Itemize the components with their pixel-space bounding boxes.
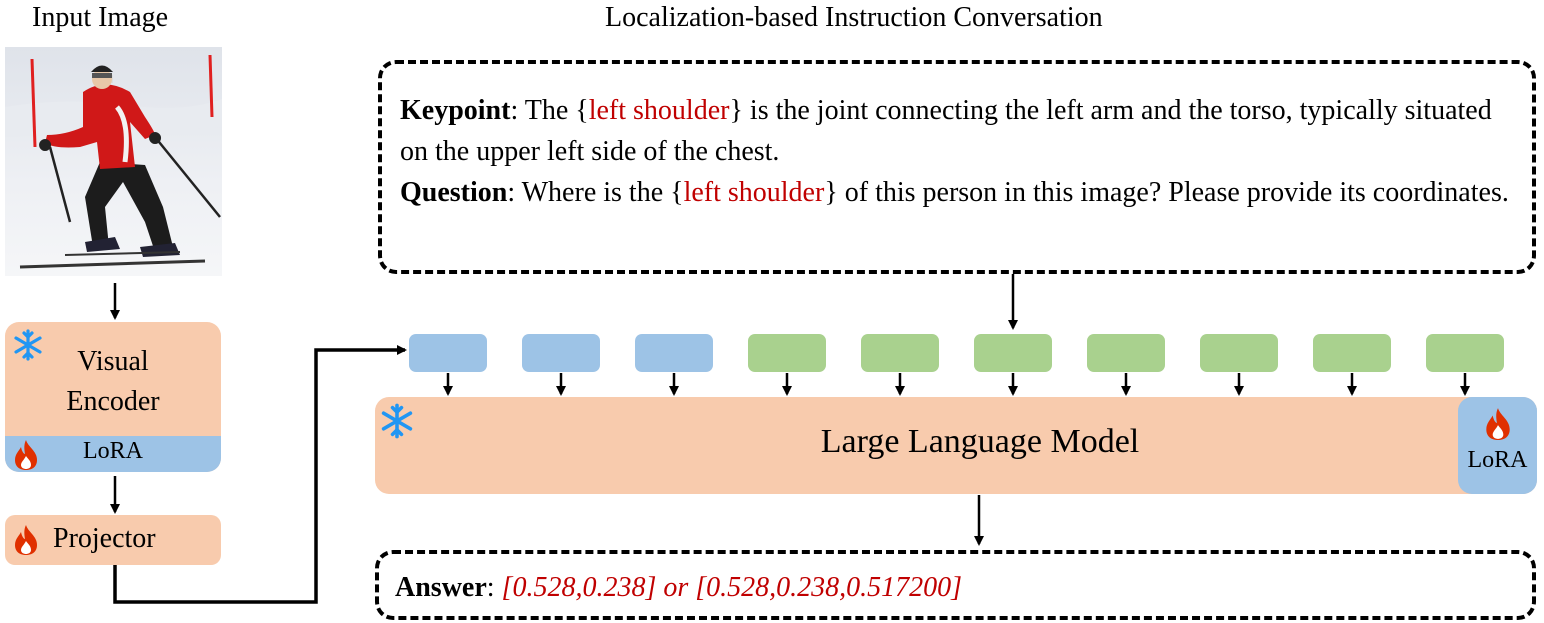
llm-label: Large Language Model <box>820 423 1140 460</box>
text-token <box>1313 334 1391 372</box>
llm-block: Large Language Model LoRA <box>375 397 1537 494</box>
snowflake-icon <box>14 329 42 361</box>
flame-icon <box>15 525 37 555</box>
text-token <box>748 334 826 372</box>
text-token <box>974 334 1052 372</box>
keypoint-pre: : The { <box>510 95 589 126</box>
text-token <box>1087 334 1165 372</box>
snowflake-icon <box>381 403 413 439</box>
answer-sep: : <box>486 572 502 603</box>
visual-token <box>522 334 600 372</box>
answer-box: Answer: [0.528,0.238] or [0.528,0.238,0.… <box>375 550 1536 620</box>
visual-encoder-block: Visual Encoder LoRA <box>5 322 221 472</box>
answer-text: Answer: [0.528,0.238] or [0.528,0.238,0.… <box>395 572 962 604</box>
answer-or: or <box>656 572 696 603</box>
encoder-lora-block: LoRA <box>5 436 221 472</box>
answer-value-2d: [0.528,0.238] <box>501 572 657 603</box>
input-image <box>5 47 222 276</box>
question-label: Question <box>400 177 508 208</box>
visual-token <box>635 334 713 372</box>
question-pre: : Where is the { <box>507 177 684 208</box>
answer-label: Answer <box>395 572 487 603</box>
flame-icon <box>1486 408 1510 440</box>
text-token <box>1426 334 1504 372</box>
question-post: } of this person in this image? Please p… <box>824 177 1509 208</box>
text-token <box>1200 334 1278 372</box>
conversation-box: Keypoint: The {left shoulder} is the joi… <box>378 60 1536 274</box>
answer-value-3d: [0.528,0.238,0.517200] <box>695 572 963 603</box>
visual-encoder-label: Visual Encoder <box>66 346 160 417</box>
projector-label: Projector <box>53 523 156 554</box>
text-token <box>861 334 939 372</box>
flame-icon <box>15 440 37 470</box>
llm-lora-block: LoRA <box>1458 397 1537 494</box>
question-text: Question: Where is the {left shoulder} o… <box>400 172 1520 213</box>
projector-block: Projector <box>5 515 221 565</box>
keypoint-text: Keypoint: The {left shoulder} is the joi… <box>400 90 1520 172</box>
keypoint-name: left shoulder <box>588 95 730 126</box>
input-image-title: Input Image <box>32 2 169 33</box>
question-name: left shoulder <box>683 177 825 208</box>
visual-token <box>409 334 487 372</box>
llm-lora-label: LoRA <box>1467 447 1528 473</box>
keypoint-label: Keypoint <box>400 95 511 126</box>
conversation-title: Localization-based Instruction Conversat… <box>605 2 1103 33</box>
encoder-lora-label: LoRA <box>83 438 143 464</box>
keypoint-post: } is the joint connecting the left arm a… <box>400 95 1492 167</box>
